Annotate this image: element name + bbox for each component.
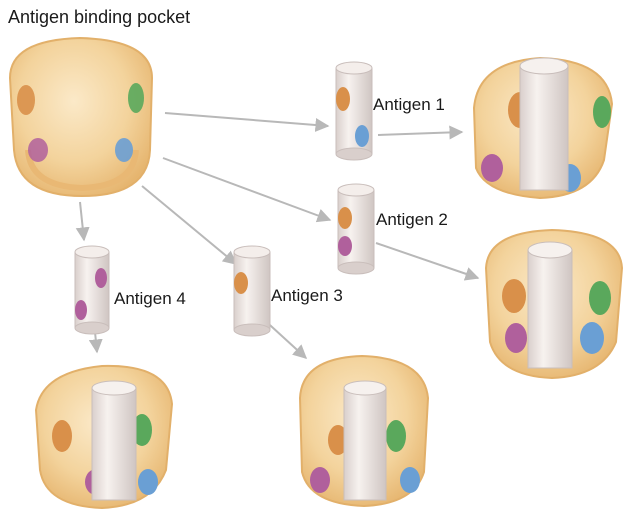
site-purple	[28, 138, 48, 162]
complex-antigen-4	[36, 366, 172, 508]
antigen-1-cylinder	[336, 62, 372, 160]
complex-antigen-1	[474, 58, 612, 198]
antigen-3-cylinder	[234, 246, 270, 336]
complex-antigen-3	[300, 356, 428, 506]
arrow-pocket-to-antigen1	[165, 113, 328, 126]
antigen-1-label: Antigen 1	[373, 96, 445, 113]
site-blue	[115, 138, 133, 162]
arrow-antigen2-to-complex2	[376, 243, 478, 278]
antigen-3-label: Antigen 3	[271, 287, 343, 304]
antigen-2-label: Antigen 2	[376, 211, 448, 228]
empty-pocket	[10, 38, 152, 196]
antigen-4-label: Antigen 4	[114, 290, 186, 307]
arrow-pocket-to-antigen3	[142, 186, 236, 264]
site-orange	[17, 85, 35, 115]
complex-antigen-2	[486, 230, 622, 378]
antigen-4-cylinder	[75, 246, 109, 334]
antigen-2-cylinder	[338, 184, 374, 274]
arrow-pocket-to-antigen4	[80, 202, 84, 240]
site-green	[128, 83, 144, 113]
arrow-antigen4-to-complex4	[95, 332, 97, 352]
arrow-pocket-to-antigen2	[163, 158, 330, 220]
diagram-title: Antigen binding pocket	[8, 8, 190, 26]
arrow-antigen1-to-complex1	[378, 132, 462, 135]
